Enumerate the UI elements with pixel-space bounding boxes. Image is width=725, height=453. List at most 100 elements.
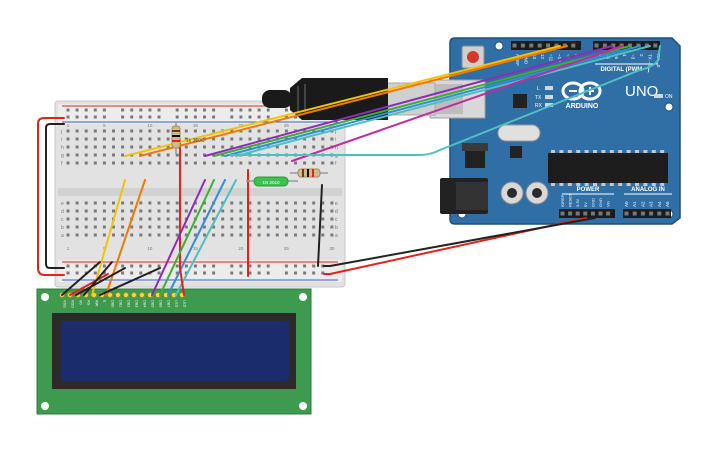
breadboard-hole xyxy=(275,201,279,205)
power-pin[interactable] xyxy=(590,211,595,216)
lcd-pin-label: DB0 xyxy=(111,300,115,307)
breadboard-hole xyxy=(112,161,115,165)
analog-pin[interactable] xyxy=(624,211,629,216)
power-pin[interactable] xyxy=(575,211,580,216)
digital-pin[interactable] xyxy=(571,43,576,48)
power-pin[interactable] xyxy=(598,211,603,216)
lcd-pin-label: DB7 xyxy=(167,300,171,307)
breadboard-rail-hole xyxy=(75,264,79,268)
breadboard-rail-hole xyxy=(257,264,261,268)
breadboard-rail-hole xyxy=(239,264,243,268)
breadboard-hole xyxy=(139,217,143,221)
breadboard-hole xyxy=(130,209,134,213)
breadboard-hole xyxy=(184,145,188,149)
wire-magenta-arduino xyxy=(291,45,623,162)
usb-plug-body xyxy=(290,78,388,120)
wire-yellow-lcd xyxy=(91,179,126,296)
breadboard-hole xyxy=(184,233,188,237)
chip-leg xyxy=(609,150,614,153)
digital-pin[interactable] xyxy=(546,43,551,48)
breadboard-hole xyxy=(130,145,134,149)
breadboard-column-number: 20 xyxy=(238,246,244,251)
breadboard-hole xyxy=(93,161,97,165)
breadboard-rail-hole xyxy=(139,108,143,112)
analog-pin[interactable] xyxy=(657,211,662,216)
lcd-pin[interactable] xyxy=(138,291,146,299)
breadboard-hole xyxy=(112,201,115,205)
lcd-pin[interactable] xyxy=(114,291,122,299)
digital-pin[interactable] xyxy=(554,43,559,48)
digital-label: DIGITAL (PWM ~) xyxy=(601,67,650,73)
digital-pin-label: GND xyxy=(523,54,528,65)
power-pin[interactable] xyxy=(606,211,611,216)
breadboard-hole xyxy=(193,225,197,229)
breadboard-hole xyxy=(221,217,225,221)
breadboard-hole xyxy=(212,129,216,133)
analog-pin[interactable] xyxy=(665,211,670,216)
breadboard-rail-hole xyxy=(248,271,252,275)
breadboard-rail-hole xyxy=(284,264,288,268)
wire-black-gnd xyxy=(323,217,596,267)
power-pin-label: 5V xyxy=(583,202,588,207)
breadboard-hole xyxy=(130,233,134,237)
digital-pin[interactable] xyxy=(644,43,649,48)
breadboard-row-letter: b xyxy=(335,225,338,231)
breadboard-hole xyxy=(175,153,179,157)
reset-button-cap[interactable] xyxy=(467,51,479,63)
breadboard-hole xyxy=(157,233,161,237)
breadboard-hole xyxy=(102,209,106,213)
power-pin-label: GND xyxy=(598,198,603,207)
breadboard-rail-hole xyxy=(248,115,252,119)
breadboard-hole xyxy=(321,201,325,205)
lcd-pin[interactable] xyxy=(130,291,138,299)
chip-leg xyxy=(609,183,614,186)
breadboard-hole xyxy=(239,233,243,237)
power-pin-label: GND xyxy=(590,198,595,207)
power-pin[interactable] xyxy=(560,211,565,216)
breadboard-hole xyxy=(203,225,206,229)
tx-led-label: TX xyxy=(535,95,542,101)
small-chip xyxy=(510,146,522,158)
breadboard-rail-hole xyxy=(184,115,188,119)
breadboard-rail-hole xyxy=(184,264,188,268)
analog-pin[interactable] xyxy=(632,211,637,216)
digital-header-left xyxy=(511,41,581,50)
wire-red-left-rail xyxy=(37,117,65,276)
breadboard-hole xyxy=(184,153,188,157)
analog-pin[interactable] xyxy=(649,211,654,216)
digital-pin[interactable] xyxy=(537,43,542,48)
digital-pin[interactable] xyxy=(594,43,599,48)
breadboard-hole xyxy=(312,129,316,133)
breadboard-hole xyxy=(184,129,188,133)
analog-pin[interactable] xyxy=(640,211,645,216)
digital-pin[interactable] xyxy=(520,43,525,48)
lcd-pin[interactable] xyxy=(122,291,130,299)
breadboard-hole xyxy=(157,217,161,221)
lcd-pin-label: VDD xyxy=(71,300,75,308)
digital-pin[interactable] xyxy=(512,43,517,48)
breadboard-rail-hole xyxy=(139,271,143,275)
breadboard-hole xyxy=(121,137,125,141)
digital-pin-label: 7 xyxy=(597,54,602,57)
digital-pin[interactable] xyxy=(611,43,616,48)
breadboard-rail-hole xyxy=(312,271,316,275)
diode: 1N 2010 xyxy=(246,176,298,187)
breadboard-hole xyxy=(303,161,307,165)
power-pin[interactable] xyxy=(583,211,588,216)
breadboard-hole xyxy=(321,209,325,213)
digital-pin-label: TX→1 xyxy=(647,54,652,67)
breadboard-hole xyxy=(157,201,161,205)
breadboard-hole xyxy=(148,233,152,237)
breadboard-rail-hole xyxy=(184,271,188,275)
lcd-pin[interactable] xyxy=(106,291,114,299)
digital-pin[interactable] xyxy=(529,43,534,48)
digital-pin[interactable] xyxy=(653,43,658,48)
breadboard-hole xyxy=(112,225,115,229)
power-pin[interactable] xyxy=(568,211,573,216)
digital-pin[interactable] xyxy=(562,43,567,48)
digital-pin[interactable] xyxy=(602,43,607,48)
breadboard-hole xyxy=(330,201,334,205)
power-pin-label: RESET xyxy=(568,193,573,207)
